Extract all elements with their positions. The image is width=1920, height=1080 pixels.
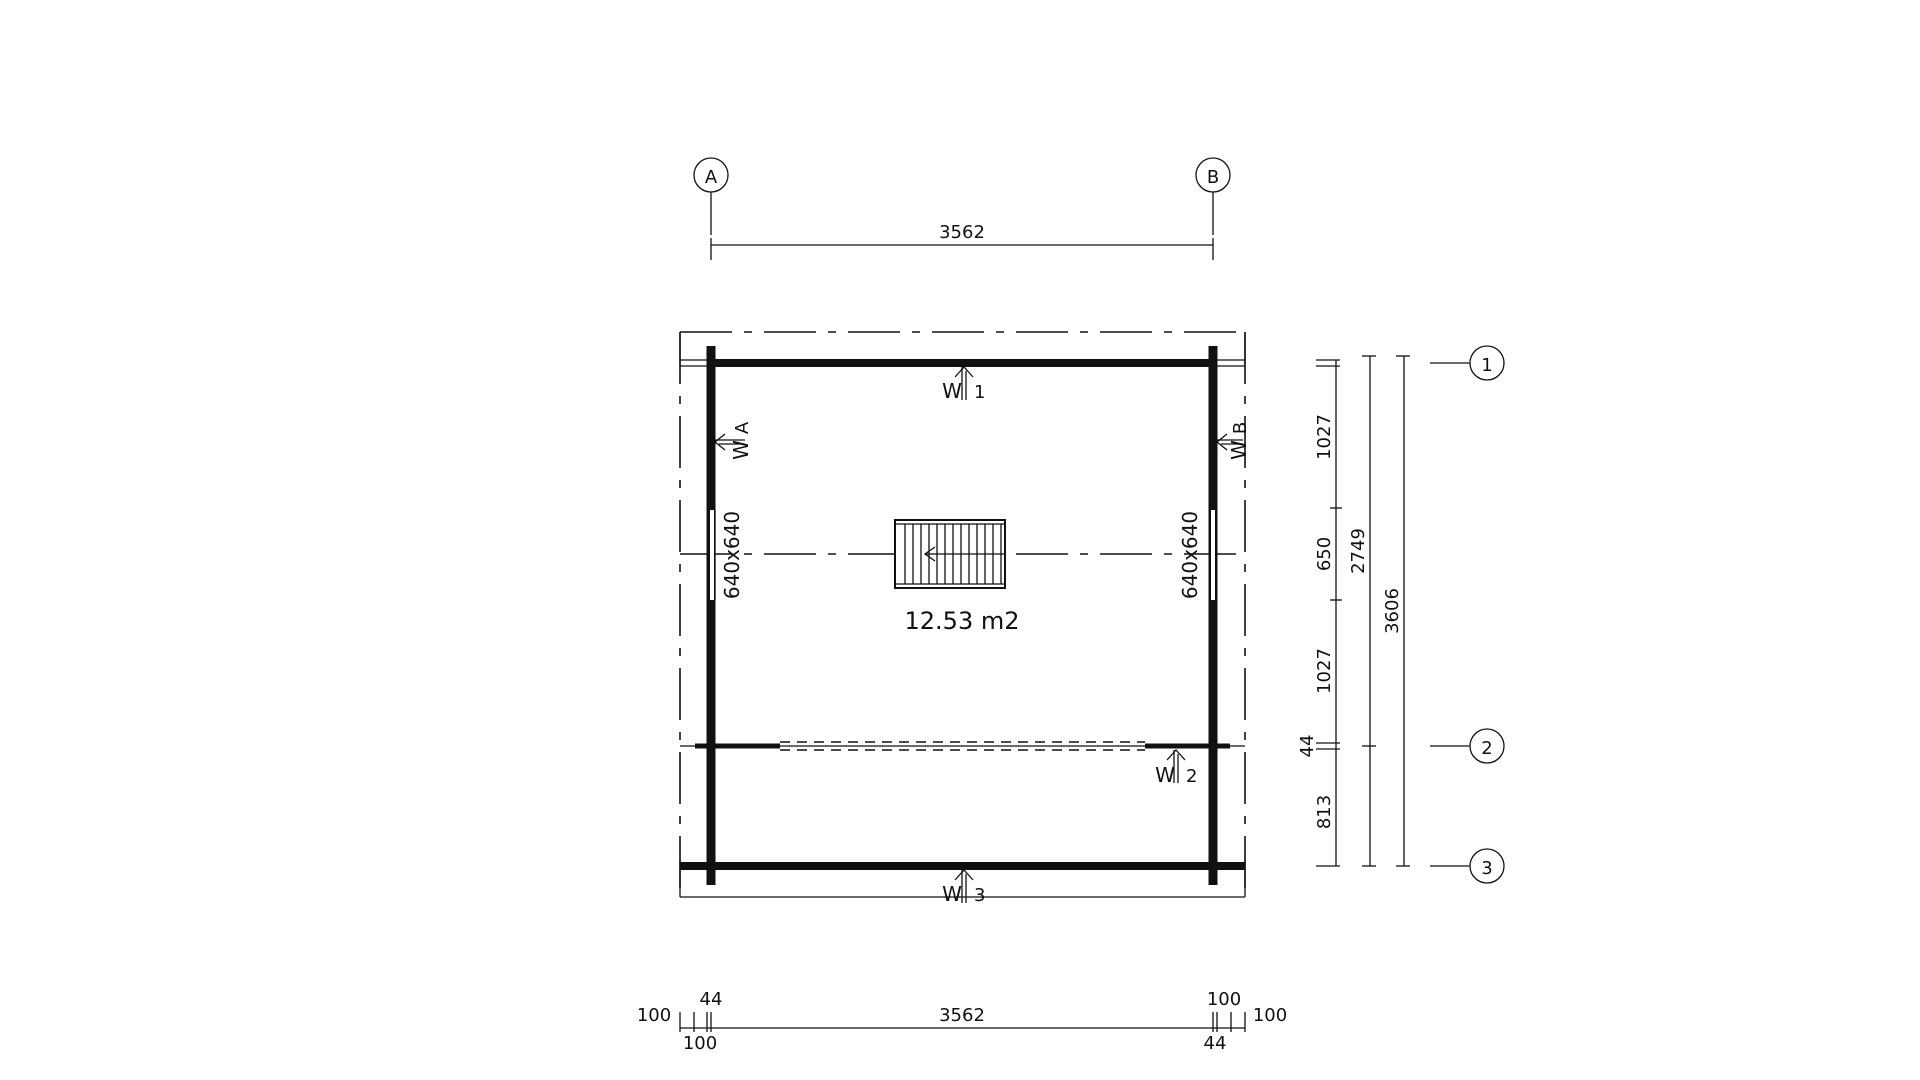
- walls: [680, 346, 1245, 885]
- window-right: 640x640: [1178, 510, 1217, 600]
- wall-tag-b-number: B: [1230, 422, 1251, 434]
- grid-axis-1-label: 1: [1481, 355, 1492, 376]
- grid-axis-a-label: A: [705, 167, 718, 188]
- stair: [894, 519, 1006, 589]
- room-area-label: 12.53 m2: [905, 607, 1020, 635]
- wall-tag-3-number: 3: [974, 885, 985, 906]
- wall-tag-1-letter: W: [942, 379, 962, 403]
- right-dimension-chain-2: 2749: [1348, 355, 1376, 867]
- grid-axis-b: B: [1195, 157, 1231, 235]
- wall-2: [680, 741, 1245, 751]
- grid-axis-a: A: [693, 157, 729, 235]
- right-seg-5-value: 813: [1314, 795, 1335, 829]
- right-total-value: 3606: [1382, 588, 1403, 634]
- right-seg-4-value: 44: [1297, 735, 1318, 758]
- grid-axis-2-label: 2: [1481, 738, 1492, 759]
- bottom-right-inner-value: 100: [1207, 989, 1241, 1010]
- window-right-label: 640x640: [1178, 511, 1202, 599]
- bottom-right-overhang-value: 100: [1253, 1005, 1287, 1026]
- window-left-label: 640x640: [720, 511, 744, 599]
- bottom-left-inner-value: 100: [683, 1033, 717, 1054]
- wall-tag-2: W 2: [1155, 749, 1197, 787]
- bottom-left-wall-value: 44: [700, 989, 723, 1010]
- right-seg-3-value: 1027: [1314, 648, 1335, 694]
- wall-tag-2-number: 2: [1186, 766, 1197, 787]
- wall-tag-b: W B: [1215, 422, 1251, 460]
- right-dimension-chain-3: 3606: [1382, 355, 1410, 867]
- bottom-left-overhang-value: 100: [637, 1005, 671, 1026]
- top-span-value: 3562: [939, 222, 985, 243]
- grid-axis-3-label: 3: [1481, 858, 1492, 879]
- grid-axis-1: 1: [1430, 345, 1505, 381]
- right-seg-1-value: 1027: [1314, 414, 1335, 460]
- wall-tag-a-letter: W: [729, 440, 753, 460]
- grid-axis-2: 2: [1430, 728, 1505, 764]
- grid-axis-b-label: B: [1207, 167, 1219, 188]
- bottom-right-wall-value: 44: [1204, 1033, 1227, 1054]
- wall-tag-a: W A: [713, 421, 753, 460]
- top-span-dimension: 3562: [710, 222, 1214, 260]
- wall-tag-2-letter: W: [1155, 763, 1175, 787]
- wall-tag-a-number: A: [732, 421, 753, 434]
- bottom-dimension-chain: 3562 100 44 100 100 100 44: [637, 989, 1287, 1054]
- wall-tag-3-letter: W: [942, 882, 962, 906]
- bottom-span-value: 3562: [939, 1005, 985, 1026]
- right-dimension-chain-1: 1027 650 1027 44 813: [1297, 359, 1342, 867]
- grid-axis-3: 3: [1430, 848, 1505, 884]
- right-total-inner-value: 2749: [1348, 528, 1369, 574]
- wall-tag-1-number: 1: [974, 382, 985, 403]
- wall-tag-b-letter: W: [1227, 440, 1251, 460]
- wall-tag-3: W 3: [942, 869, 985, 906]
- window-left: 640x640: [708, 510, 744, 600]
- right-seg-2-value: 650: [1314, 537, 1335, 571]
- wall-tag-1: W 1: [942, 366, 985, 403]
